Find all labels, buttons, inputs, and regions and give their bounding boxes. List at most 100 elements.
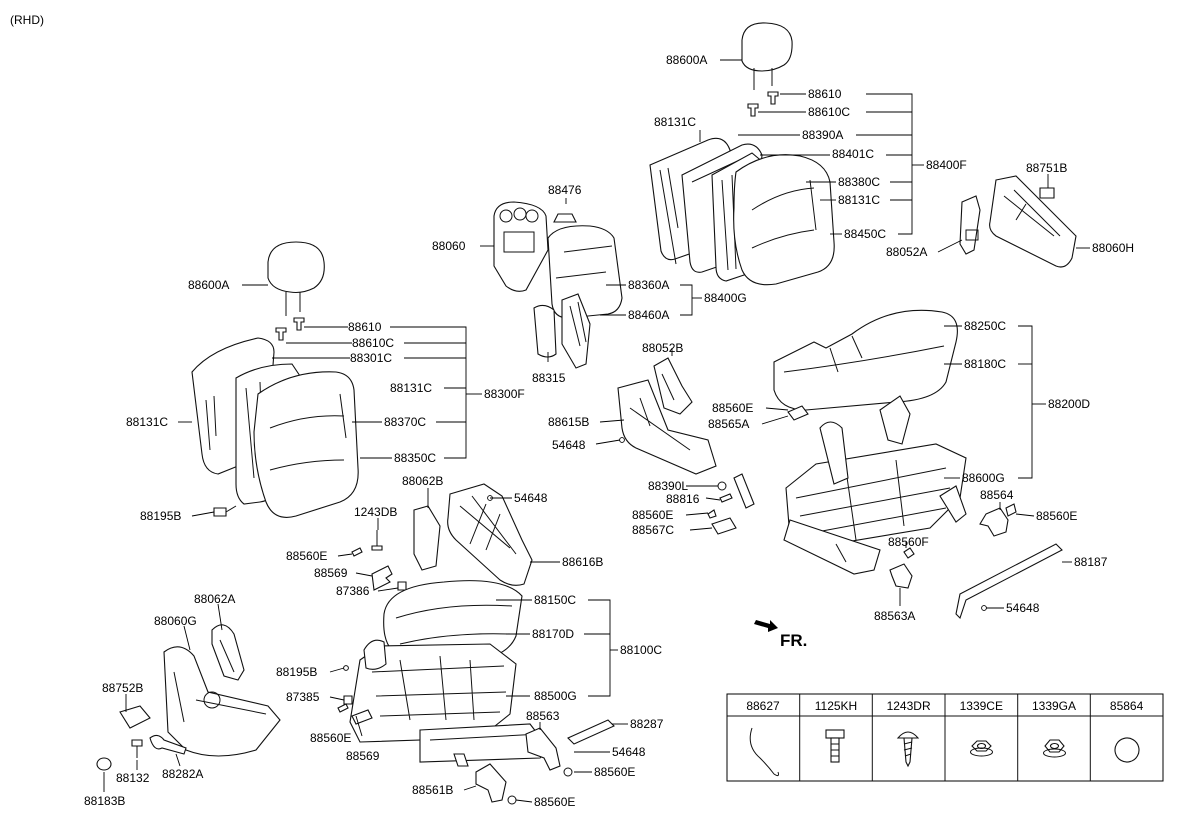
table-header-cell: 1125KH [815, 699, 857, 713]
label-88390A: 88390A [802, 128, 843, 142]
label-88180C: 88180C [964, 357, 1006, 371]
table-header-cell: 1339CE [960, 699, 1003, 713]
label-88610C-left: 88610C [352, 336, 394, 350]
label-88563: 88563 [526, 709, 560, 723]
label-54648-right: 54648 [1006, 601, 1040, 615]
label-88060: 88060 [432, 239, 466, 253]
table-header-cell: 85864 [1110, 699, 1144, 713]
clip-icon [749, 727, 779, 777]
direction-label: FR. [780, 631, 807, 650]
label-88195B-bot: 88195B [276, 665, 317, 679]
label-54648-left: 54648 [514, 491, 548, 505]
label-88200D: 88200D [1048, 397, 1090, 411]
label-88401C: 88401C [832, 147, 874, 161]
label-88062A: 88062A [194, 592, 235, 606]
seat-back-icon [493, 201, 623, 369]
label-54648-mid: 54648 [552, 438, 586, 452]
label-88560E-d: 88560E [534, 795, 575, 809]
leader-lines-88200D [685, 325, 1072, 611]
label-88060H: 88060H [1092, 241, 1134, 255]
label-88390L: 88390L [648, 479, 688, 493]
label-87385: 87385 [286, 690, 320, 704]
label-88561B: 88561B [412, 783, 453, 797]
label-88563A: 88563A [874, 609, 915, 623]
label-88560E-r1: 88560E [712, 401, 753, 415]
label-88131C-left2: 88131C [126, 415, 168, 429]
seat-cushion-icon [773, 309, 958, 411]
label-1243DB: 1243DB [354, 505, 397, 519]
label-88400G: 88400G [704, 291, 747, 305]
track-frame-icon [349, 639, 551, 767]
label-88600G: 88600G [962, 471, 1005, 485]
leader-lines-88400F [699, 59, 924, 235]
label-88560E-b: 88560E [310, 731, 351, 745]
label-88610C-top: 88610C [808, 105, 850, 119]
label-88752B: 88752B [102, 681, 143, 695]
label-88751B: 88751B [1026, 161, 1067, 175]
parts-table: 88627 1125KH 1243DR 1339CE 1339GA 85864 [726, 693, 1164, 782]
screw-icon [896, 731, 920, 768]
label-88565A: 88565A [708, 417, 749, 431]
bracket-icon [711, 405, 1063, 620]
label-88131C-top2: 88131C [838, 193, 880, 207]
trim-cover-icon [617, 357, 717, 475]
label-88560E-a: 88560E [286, 549, 327, 563]
trim-cover-icon [413, 483, 533, 586]
bolt-icon [825, 729, 845, 763]
label-88187: 88187 [1074, 555, 1108, 569]
label-88610-top: 88610 [808, 87, 842, 101]
arrow-icon [754, 620, 778, 632]
label-88131C-left: 88131C [390, 381, 432, 395]
label-88370C: 88370C [384, 415, 426, 429]
label-88300F: 88300F [484, 387, 525, 401]
label-88150C: 88150C [534, 593, 576, 607]
trim-cover-icon [959, 175, 1077, 268]
label-88569-b: 88569 [346, 749, 380, 763]
label-88610-left: 88610 [348, 320, 382, 334]
label-88569-a: 88569 [314, 566, 348, 580]
label-88500G: 88500G [534, 689, 577, 703]
label-88567C: 88567C [632, 523, 674, 537]
label-88616B: 88616B [562, 555, 603, 569]
table-header-cell: 1243DR [887, 699, 931, 713]
label-88450C: 88450C [844, 227, 886, 241]
nut-icon [1043, 739, 1066, 758]
track-frame-icon [783, 395, 967, 575]
label-88816: 88816 [666, 492, 700, 506]
clip-icon [747, 91, 779, 117]
label-88360A: 88360A [628, 278, 669, 292]
label-88052A: 88052A [886, 245, 927, 259]
table-header-cell: 88627 [746, 699, 780, 713]
label-88315: 88315 [532, 371, 566, 385]
label-54648-bot: 54648 [612, 745, 646, 759]
bracket-icon [351, 547, 407, 591]
bolt-icon [213, 505, 237, 517]
label-88560F: 88560F [888, 535, 929, 549]
label-88380C: 88380C [838, 175, 880, 189]
label-88301C: 88301C [350, 351, 392, 365]
label-88600A-left: 88600A [188, 278, 229, 292]
label-88052B: 88052B [642, 341, 683, 355]
label-88062B: 88062B [402, 474, 443, 488]
label-88060G: 88060G [154, 614, 197, 628]
label-88600A-top: 88600A [666, 53, 707, 67]
headrest-icon [741, 22, 793, 90]
leader-lines-88060H [937, 174, 1090, 253]
leader-lines-88616B [337, 488, 560, 592]
ring-icon [1114, 737, 1140, 763]
clip-icon [275, 317, 305, 341]
label-88183B: 88183B [84, 794, 125, 808]
label-88560E-r3: 88560E [1036, 509, 1077, 523]
bracket-icon [567, 719, 615, 745]
label-88131C-top: 88131C [654, 115, 696, 129]
table-header-cell: 1339GA [1032, 699, 1076, 713]
leader-lines-side-trim [103, 603, 223, 792]
variant-label: (RHD) [10, 13, 44, 27]
label-88195B-left: 88195B [140, 509, 181, 523]
label-87386: 87386 [336, 584, 370, 598]
nut-icon [970, 740, 993, 757]
leader-lines-88100C [329, 599, 628, 803]
label-88476: 88476 [548, 183, 582, 197]
label-88100C: 88100C [620, 643, 662, 657]
